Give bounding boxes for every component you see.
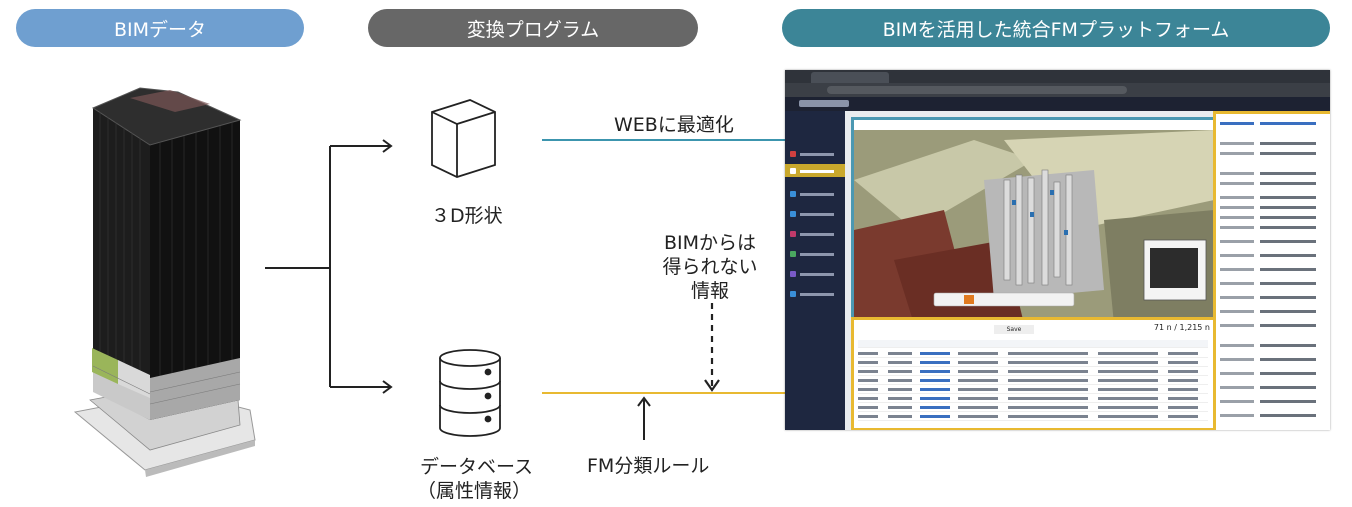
sidebar-item — [790, 168, 840, 174]
browser-tab — [811, 72, 889, 83]
grid-save-button: Save — [994, 325, 1034, 334]
app-logo — [799, 100, 849, 107]
database-label: データベース — [420, 456, 534, 478]
bim-data-header: BIMデータ — [16, 9, 304, 47]
table-row — [858, 404, 1208, 412]
app-sidebar — [785, 111, 845, 430]
sidebar-item — [790, 291, 840, 297]
data-grid-panel: Save 71 n / 1,215 n — [851, 317, 1217, 430]
external-info-line3: 情報 — [690, 280, 729, 302]
conversion-program-header: 変換プログラム — [368, 9, 698, 47]
app-header — [785, 97, 1330, 111]
3d-scene — [854, 120, 1214, 324]
database-sub-label: （属性情報） — [416, 480, 531, 502]
browser-address-bar — [785, 83, 1330, 97]
sidebar-item — [790, 231, 840, 237]
building-illustration — [73, 87, 256, 477]
fm-rule-label: FM分類ルール — [587, 455, 710, 477]
fm-rule-arrow — [637, 396, 651, 440]
cube-icon — [431, 99, 496, 178]
table-row — [858, 368, 1208, 376]
table-row — [858, 377, 1208, 385]
web-optimize-label: WEBに最適化 — [614, 114, 734, 136]
sidebar-item — [790, 271, 840, 277]
table-row — [858, 359, 1208, 367]
property-panel — [1213, 111, 1330, 430]
database-icon — [439, 349, 501, 437]
shape-3d-label: ３D形状 — [431, 205, 503, 227]
sidebar-item — [790, 191, 840, 197]
table-row — [858, 386, 1208, 394]
grid-record-count: 71 n / 1,215 n — [1153, 323, 1210, 332]
fm-platform-screenshot: Save 71 n / 1,215 n — [785, 70, 1330, 430]
browser-tab-bar — [785, 70, 1330, 83]
sidebar-item — [790, 211, 840, 217]
grid-header-row — [858, 340, 1208, 348]
3d-model-viewer — [851, 117, 1217, 327]
table-row — [858, 395, 1208, 403]
branch-connector — [265, 139, 393, 394]
external-info-line2: 得られない — [662, 256, 758, 278]
external-info-line1: BIMからは — [663, 232, 757, 254]
table-row — [858, 350, 1208, 358]
sidebar-item — [790, 251, 840, 257]
sidebar-item — [790, 151, 840, 157]
external-info-arrow — [704, 303, 720, 392]
table-row — [858, 413, 1208, 421]
fm-platform-header: BIMを活用した統合FMプラットフォーム — [782, 9, 1330, 47]
